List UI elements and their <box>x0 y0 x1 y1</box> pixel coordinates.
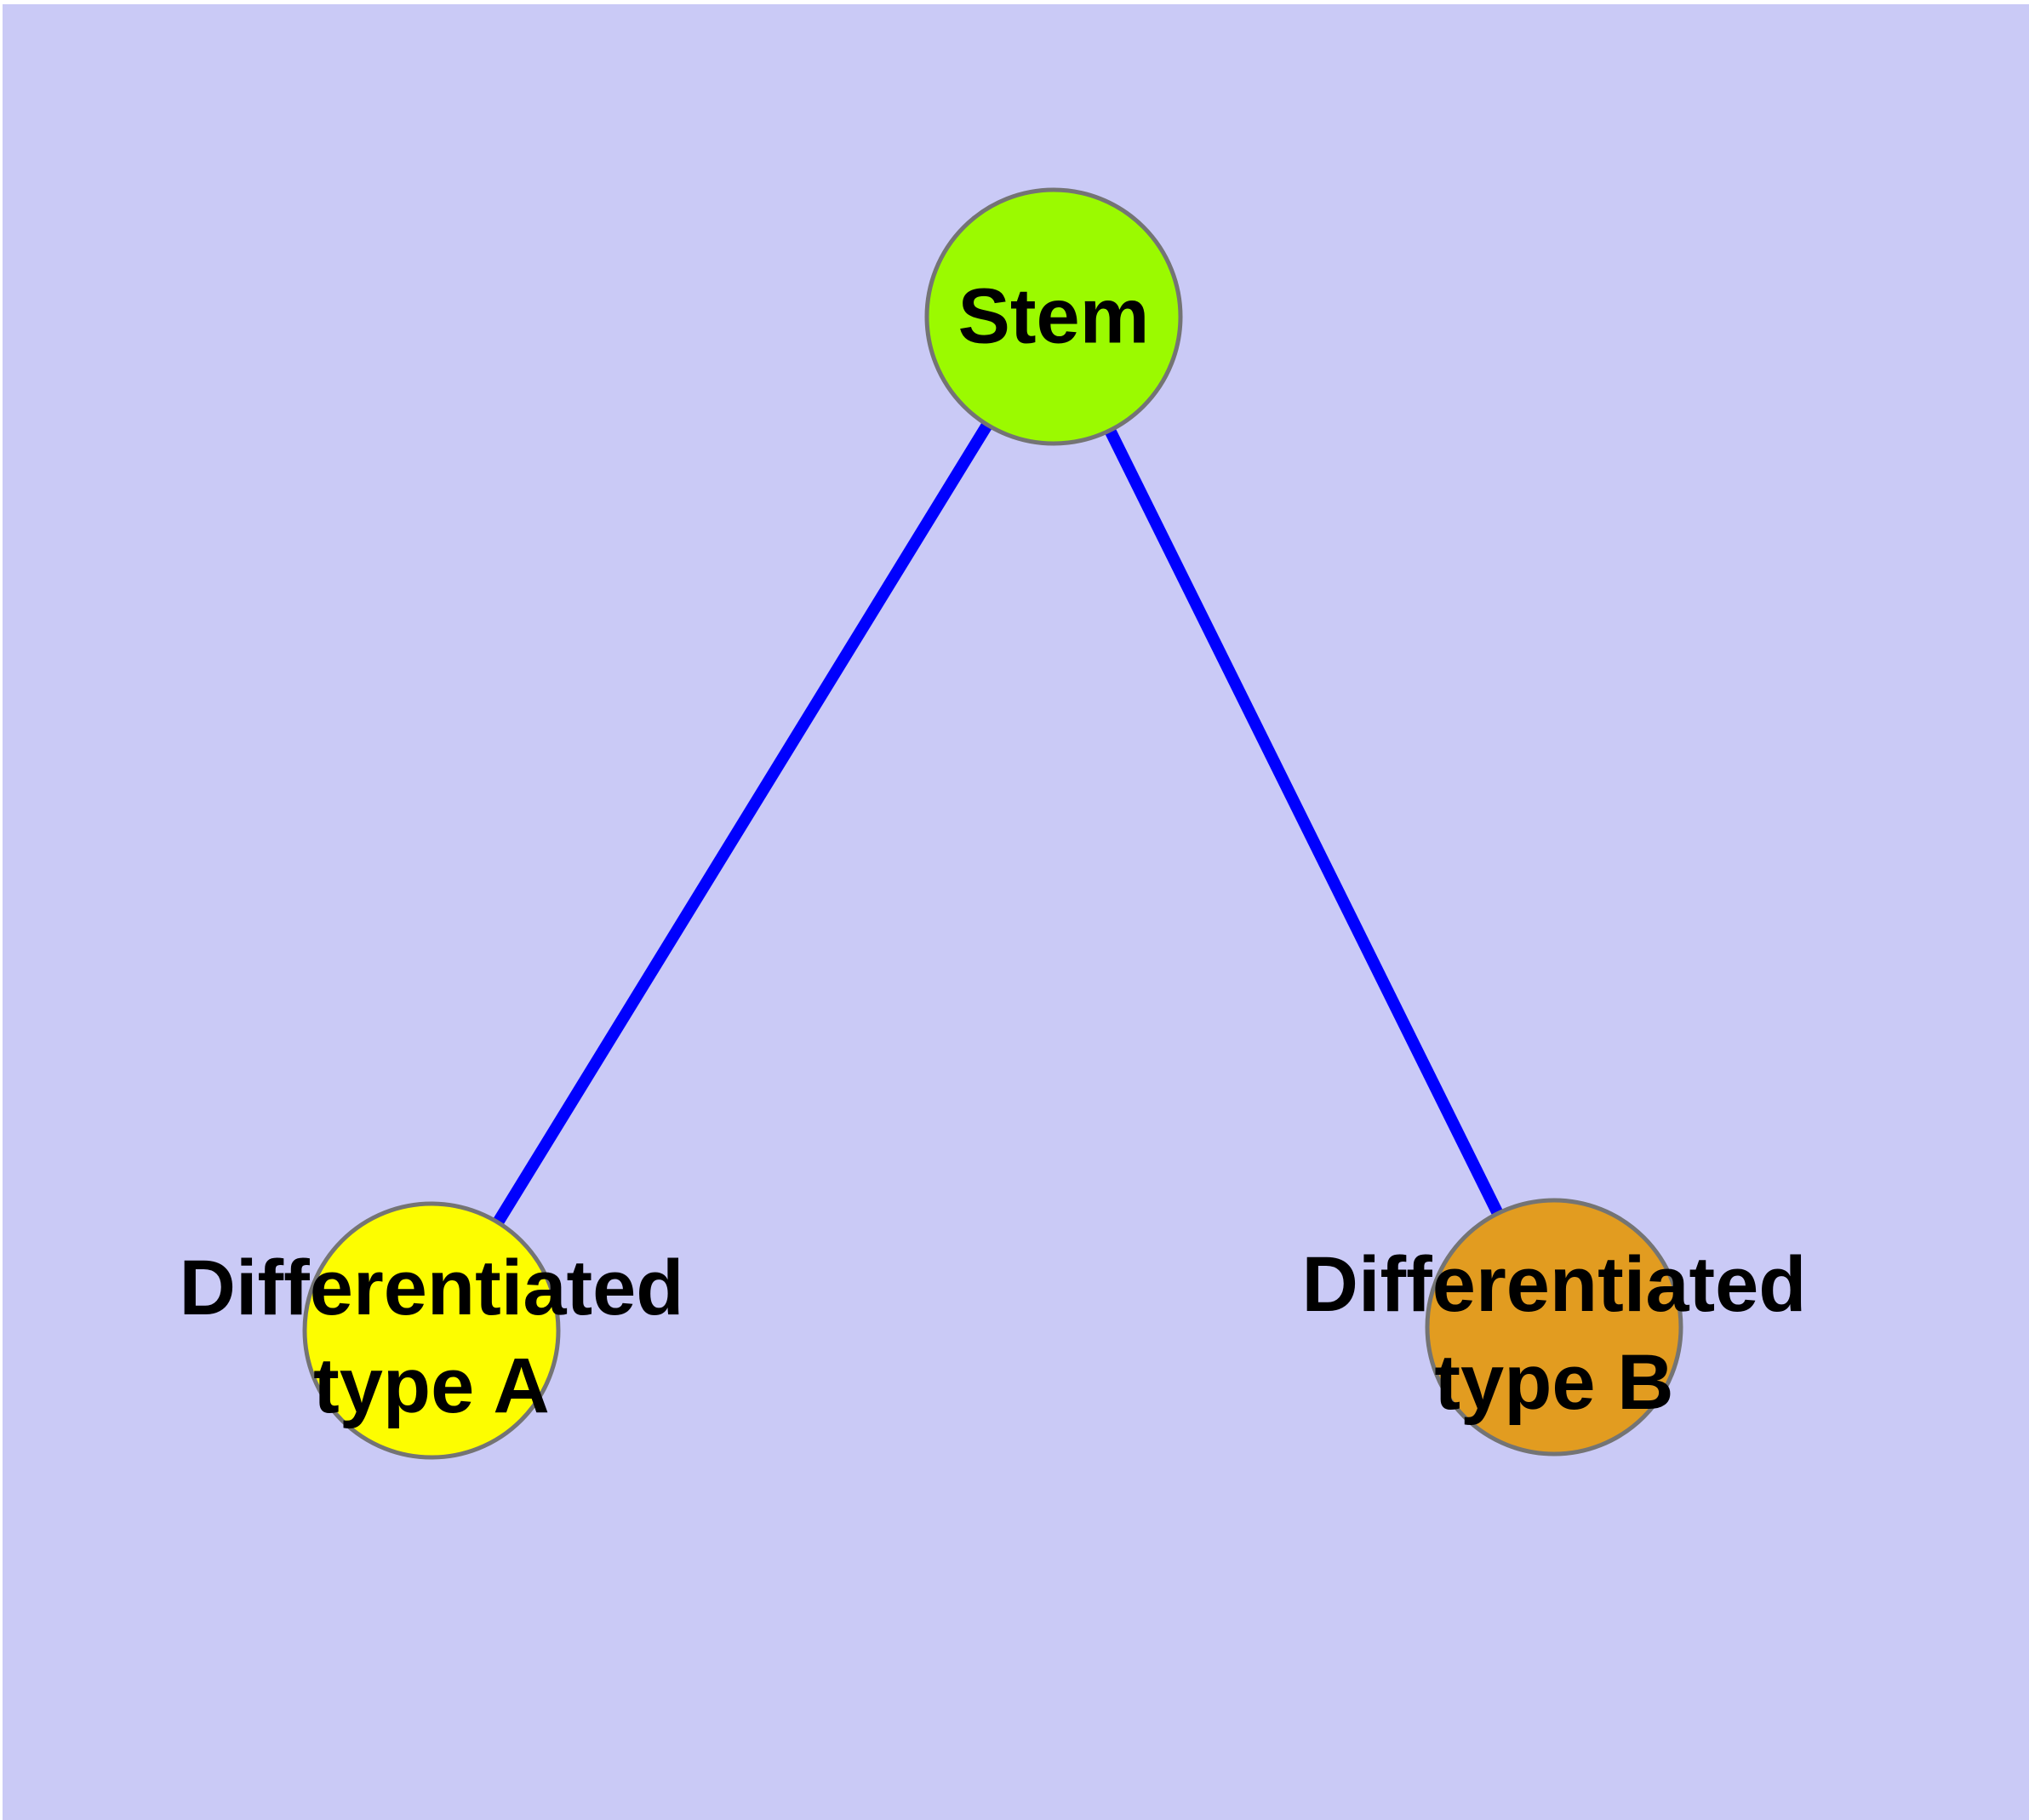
graph-svg <box>302 187 1683 1460</box>
edge-stem-to-differentiated-type-b <box>1048 313 1560 1331</box>
node-circle-stem <box>924 187 1183 446</box>
node-circle-differentiated-type-a <box>302 1201 561 1460</box>
node-circle-differentiated-type-b <box>1425 1198 1683 1457</box>
edge-stem-to-differentiated-type-a <box>426 313 1059 1334</box>
